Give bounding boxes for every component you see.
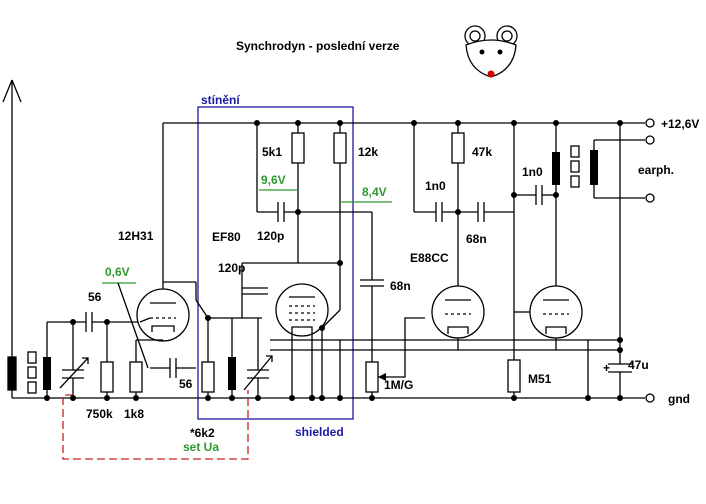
tube-ef80 <box>275 283 329 337</box>
resistor-12k-label: 12k <box>358 145 378 159</box>
resistor-6k2 <box>201 318 215 398</box>
tube-e88cc-left <box>431 285 485 339</box>
supply-rail <box>162 118 655 282</box>
cap-47u-plus: + <box>603 361 610 375</box>
tube-e88cc-label: E88CC <box>410 251 449 265</box>
resistor-m51-label: M51 <box>528 372 552 386</box>
resistor-1k8 <box>129 340 143 398</box>
tube-e88cc-right <box>529 285 583 339</box>
resistor-5k1-label: 5k1 <box>262 145 282 159</box>
potentiometer-1m <box>365 317 425 398</box>
set-ua-label: set Ua <box>183 440 219 454</box>
variable-capacitor-right <box>243 318 273 398</box>
cap-56-a-label: 56 <box>88 290 102 304</box>
cap-47u-label: 47u <box>628 358 649 372</box>
resistor-1k8-label: 1k8 <box>124 407 144 421</box>
variable-capacitor-left <box>59 322 89 398</box>
tube-12h31 <box>136 282 190 342</box>
capacitor-47u <box>608 123 632 398</box>
resistor-6k2-label: *6k2 <box>190 426 215 440</box>
tuning-linkage <box>62 390 249 460</box>
tube-ef80-label: EF80 <box>212 230 241 244</box>
antenna-coil <box>7 322 51 398</box>
ground-label: gnd <box>668 392 690 406</box>
resistor-47k-label: 47k <box>472 145 492 159</box>
cap-56-b-label: 56 <box>179 377 193 391</box>
pot-1m-label: 1M/G <box>384 378 413 392</box>
voltage-0-6v: 0,6V <box>105 265 130 279</box>
resistor-47k <box>451 132 465 164</box>
shield-box <box>197 106 354 420</box>
cap-68n-b-label: 68n <box>466 232 487 246</box>
voltage-9-6v: 9,6V <box>261 173 286 187</box>
cap-1n0-b-label: 1n0 <box>522 165 543 179</box>
cap-120p-a-label: 120p <box>257 229 284 243</box>
mouse-logo-icon <box>464 25 518 78</box>
cap-120p-b-label: 120p <box>218 261 245 275</box>
resistor-750k-label: 750k <box>86 407 113 421</box>
supply-label: +12,6V <box>661 117 699 131</box>
inductor-shield <box>228 318 236 398</box>
resistor-5k1 <box>291 132 305 164</box>
cap-1n0-a-label: 1n0 <box>425 179 446 193</box>
ground-rail <box>12 393 655 403</box>
choke-right <box>552 152 560 185</box>
resistor-750k <box>100 322 114 398</box>
junction-dots <box>44 120 623 401</box>
resistor-m51 <box>507 359 521 398</box>
tube-12h31-label: 12H31 <box>118 229 154 243</box>
earphones-label: earph. <box>638 163 674 177</box>
shielded-label: shielded <box>295 425 344 439</box>
shield-label: stínění <box>201 93 240 107</box>
diagram-title: Synchrodyn - poslední verze <box>236 39 400 53</box>
resistor-12k <box>333 132 347 164</box>
cap-68n-a-label: 68n <box>390 279 411 293</box>
antenna-icon <box>2 79 22 357</box>
voltage-8-4v: 8,4V <box>362 185 387 199</box>
